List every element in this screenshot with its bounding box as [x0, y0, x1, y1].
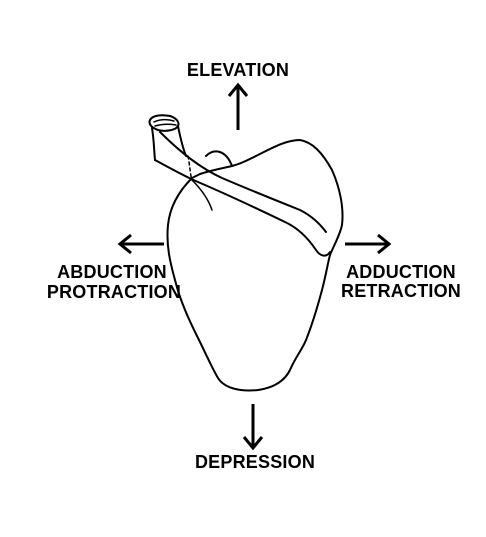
acromion-rim-1 [153, 118, 175, 123]
arrow-up-elevation [227, 82, 249, 130]
arrow-left-abduction [117, 233, 164, 255]
coracoid-bump [205, 150, 233, 167]
scapular-spine-upper [159, 131, 327, 233]
acromion-stem-left [151, 127, 156, 161]
label-retraction: RETRACTION [341, 281, 461, 301]
glenoid-curve [191, 179, 213, 211]
label-abduction: ABDUCTION [57, 262, 167, 282]
acromion-rim-2 [154, 123, 177, 127]
scapula-outline [166, 139, 344, 392]
acromion-stem-right [177, 125, 187, 157]
scapular-spine-lower [154, 159, 331, 257]
label-depression: DEPRESSION [195, 452, 315, 472]
scapula-drawing [148, 114, 344, 392]
neck-dashed-line [187, 155, 193, 181]
acromion-process [148, 114, 180, 132]
label-elevation: ELEVATION [187, 60, 289, 80]
label-protraction: PROTRACTION [47, 282, 181, 302]
arrow-right-adduction [345, 233, 392, 255]
label-adduction: ADDUCTION [346, 262, 456, 282]
arrow-down-depression [242, 404, 264, 451]
